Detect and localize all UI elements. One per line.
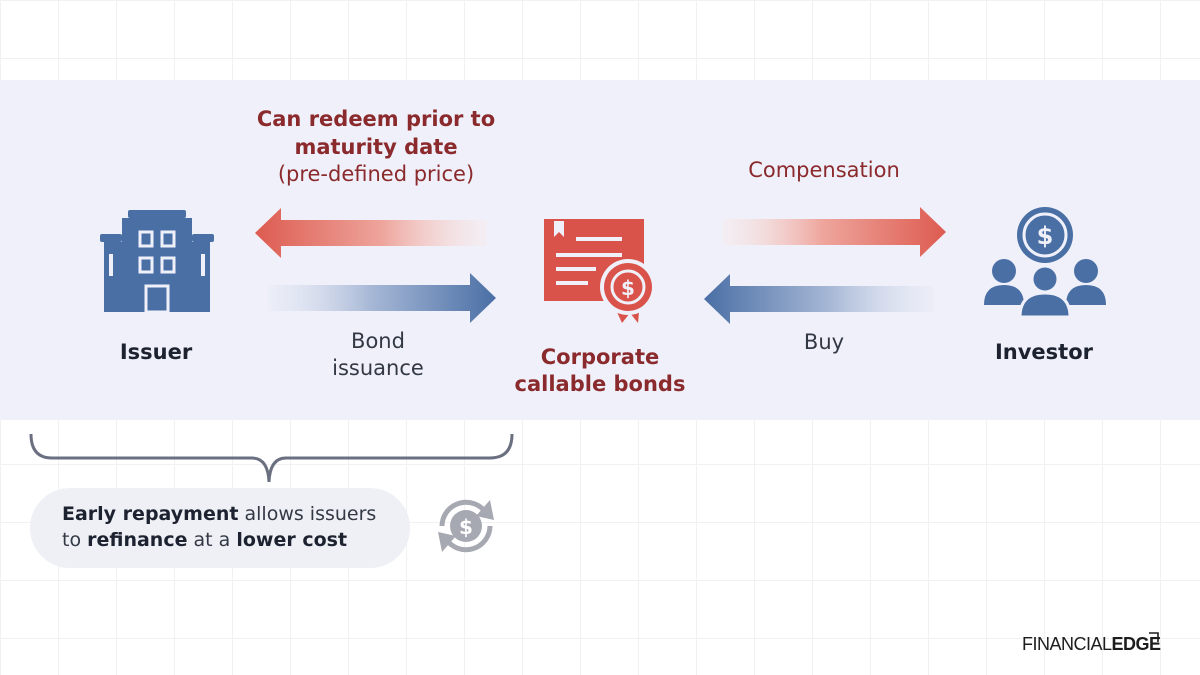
logo-part2: EDGE bbox=[1111, 634, 1162, 654]
bond-label-line1: Corporate bbox=[540, 345, 660, 369]
building-icon bbox=[100, 210, 214, 314]
svg-text:$: $ bbox=[1037, 222, 1054, 250]
certificate-icon: $ bbox=[544, 219, 656, 323]
compensation-arrow bbox=[722, 207, 946, 257]
callout-text: Early repayment allows issuers to refina… bbox=[62, 501, 402, 553]
buy-arrow bbox=[704, 274, 934, 324]
svg-text:$: $ bbox=[621, 276, 635, 300]
issuance-line2: issuance bbox=[332, 356, 424, 380]
issuance-arrow bbox=[268, 273, 496, 323]
issuer-label: Issuer bbox=[119, 340, 193, 364]
callout-bold-early: Early repayment bbox=[62, 503, 239, 525]
buy-label: Buy bbox=[803, 330, 845, 354]
callout-text-1: allows issuers bbox=[238, 503, 377, 525]
issuance-line1: Bond bbox=[351, 329, 405, 353]
redeem-arrow bbox=[255, 208, 487, 258]
investor-label: Investor bbox=[994, 340, 1094, 364]
callout-text-2: to bbox=[62, 529, 88, 551]
financial-edge-logo: FINANCIALEDGE bbox=[1022, 634, 1161, 655]
redeem-title-line2: maturity date bbox=[294, 135, 458, 159]
logo-part1: FINANCIAL bbox=[1022, 634, 1112, 654]
compensation-label: Compensation bbox=[748, 158, 900, 182]
callout-text-3: at a bbox=[187, 529, 237, 551]
callout-bold-lower-cost: lower cost bbox=[236, 529, 348, 551]
redeem-title-line1: Can redeem prior to bbox=[256, 107, 496, 131]
svg-text:$: $ bbox=[459, 515, 473, 539]
logo-corner-icon bbox=[1149, 632, 1159, 642]
investors-icon: $ bbox=[984, 207, 1106, 319]
bond-label-line2: callable bonds bbox=[514, 372, 686, 396]
redeem-subtitle: (pre-defined price) bbox=[277, 162, 475, 186]
refinance-icon: $ bbox=[438, 499, 494, 553]
callout-box bbox=[30, 488, 410, 568]
brace bbox=[29, 433, 514, 483]
callout-bold-refinance: refinance bbox=[87, 529, 188, 551]
